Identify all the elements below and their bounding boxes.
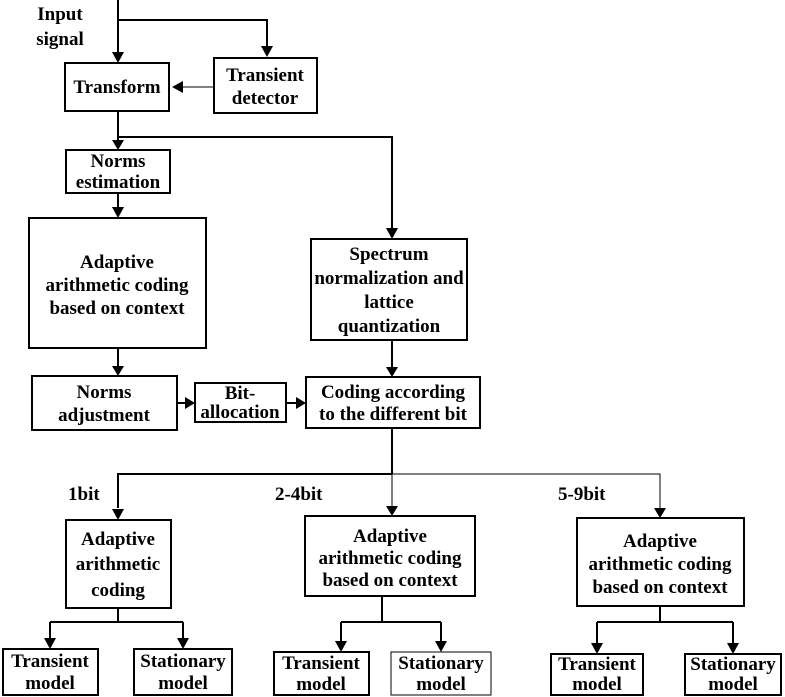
- input-label-line-1: Input: [37, 4, 83, 25]
- arrowhead-transient-1: [44, 638, 56, 649]
- norms-adjustment-label-1: Norms: [77, 382, 132, 403]
- connectors: [49, 0, 734, 645]
- stationary-model-2-box: [390, 651, 492, 696]
- transform-label: Transform: [73, 77, 160, 98]
- arrowhead-coding: [386, 367, 398, 377]
- spectrum-label-2: normalization and: [314, 268, 464, 289]
- bit-allocation-label-1: Bit-: [225, 383, 256, 404]
- arrowhead-1bit: [112, 509, 124, 520]
- spectrum-normalization-box: [310, 238, 468, 341]
- branch-label-2-4bit: 2-4bit: [275, 484, 323, 505]
- arrowhead-stationary-1: [177, 638, 189, 649]
- adaptive-1bit-label-3: coding: [91, 580, 145, 601]
- norms-estimation-label-2: estimation: [76, 172, 161, 193]
- transient-model-2-label-2: model: [296, 674, 346, 695]
- arrowhead-spectrum: [386, 228, 398, 239]
- input-to-detector-line: [118, 19, 268, 50]
- arrowhead-transient-3: [591, 643, 603, 654]
- stationary-model-2-label-2: model: [416, 674, 466, 695]
- arrowhead-detector-transform: [172, 81, 183, 93]
- adaptive-1bit-box: [65, 519, 172, 609]
- adaptive-context-top-label-1: Adaptive: [80, 252, 154, 273]
- arrowhead-adjust: [112, 366, 124, 376]
- adaptive-context-top-label-2: arithmetic coding: [45, 275, 189, 296]
- norms-estimation-box: [65, 149, 171, 194]
- arrowhead-bitalloc: [185, 397, 195, 409]
- transient-model-2-box: [273, 651, 370, 696]
- arrowhead-stationary-3: [727, 643, 739, 654]
- adaptive-2-4bit-box: [304, 515, 476, 597]
- arrowhead-transform: [112, 52, 124, 63]
- input-label-line-2: signal: [36, 29, 84, 50]
- transient-detector-label-2: detector: [232, 88, 299, 109]
- arrowhead-detector: [261, 46, 273, 57]
- stationary-model-3-label-1: Stationary: [690, 654, 776, 675]
- adaptive-2-4bit-label-1: Adaptive: [353, 526, 427, 547]
- stationary-model-1-label-1: Stationary: [140, 651, 226, 672]
- transient-model-3-label-1: Transient: [558, 654, 636, 675]
- labels: Input signal Transform Transient detecto…: [11, 4, 776, 695]
- coding-by-bit-box: [305, 376, 481, 429]
- norms-adjustment-label-2: adjustment: [58, 405, 151, 426]
- transform-to-spectrum-line: [118, 136, 393, 228]
- branch-label-5-9bit: 5-9bit: [558, 484, 606, 505]
- adaptive-5-9bit-label-1: Adaptive: [623, 531, 697, 552]
- adaptive-5-9bit-label-3: based on context: [592, 577, 728, 598]
- transient-model-3-box: [550, 653, 644, 696]
- norms-estimation-label-1: Norms: [91, 151, 146, 172]
- arrowhead-coding-side: [296, 397, 306, 409]
- adaptive-1bit-label-2: arithmetic: [76, 554, 160, 575]
- branch-5-9bit-line: [392, 473, 661, 508]
- bit-allocation-box: [194, 382, 287, 423]
- transient-model-2-label-1: Transient: [282, 653, 360, 674]
- adaptive-1bit-label-1: Adaptive: [81, 529, 155, 550]
- arrowhead-5-9bit: [654, 508, 666, 518]
- arrowhead-2-4bit: [386, 506, 398, 516]
- boxes: [2, 57, 782, 696]
- spectrum-label-3: lattice: [364, 292, 414, 313]
- stationary-model-1-box: [133, 648, 233, 696]
- arrowhead-norms: [112, 140, 124, 150]
- adaptive-context-top-box: [28, 217, 207, 349]
- transient-model-3-label-2: model: [572, 674, 622, 695]
- transient-detector-box: [213, 57, 318, 114]
- adaptive-context-top-label-3: based on context: [49, 298, 185, 319]
- coding-by-bit-label-1: Coding according: [321, 382, 466, 403]
- transient-model-1-label-1: Transient: [11, 651, 89, 672]
- transient-detector-label-1: Transient: [226, 65, 304, 86]
- adaptive-5-9bit-label-2: arithmetic coding: [588, 554, 732, 575]
- stationary-model-1-label-2: model: [158, 673, 208, 694]
- branch-1bit-line: [117, 473, 392, 508]
- transform-box: [64, 62, 170, 112]
- spectrum-label-1: Spectrum: [349, 244, 428, 265]
- stationary-model-3-box: [684, 653, 782, 696]
- transient-model-1-label-2: model: [25, 673, 75, 694]
- arrowheads: [44, 46, 739, 654]
- coding-by-bit-label-2: to the different bit: [319, 404, 468, 425]
- arrowhead-transient-2: [335, 641, 347, 652]
- transient-model-1-box: [2, 648, 99, 696]
- adaptive-2-4bit-label-2: arithmetic coding: [318, 548, 462, 569]
- norms-adjustment-box: [31, 375, 178, 431]
- stationary-model-3-label-2: model: [708, 674, 758, 695]
- adaptive-5-9bit-box: [576, 517, 745, 607]
- arrowhead-stationary-2: [435, 641, 447, 652]
- bit-allocation-label-2: allocation: [200, 402, 280, 423]
- arrowhead-adaptive-top: [112, 207, 124, 218]
- stationary-model-2-label-1: Stationary: [398, 653, 484, 674]
- spectrum-label-4: quantization: [338, 316, 441, 337]
- adaptive-2-4bit-label-3: based on context: [322, 570, 458, 591]
- branch-label-1bit: 1bit: [68, 484, 100, 505]
